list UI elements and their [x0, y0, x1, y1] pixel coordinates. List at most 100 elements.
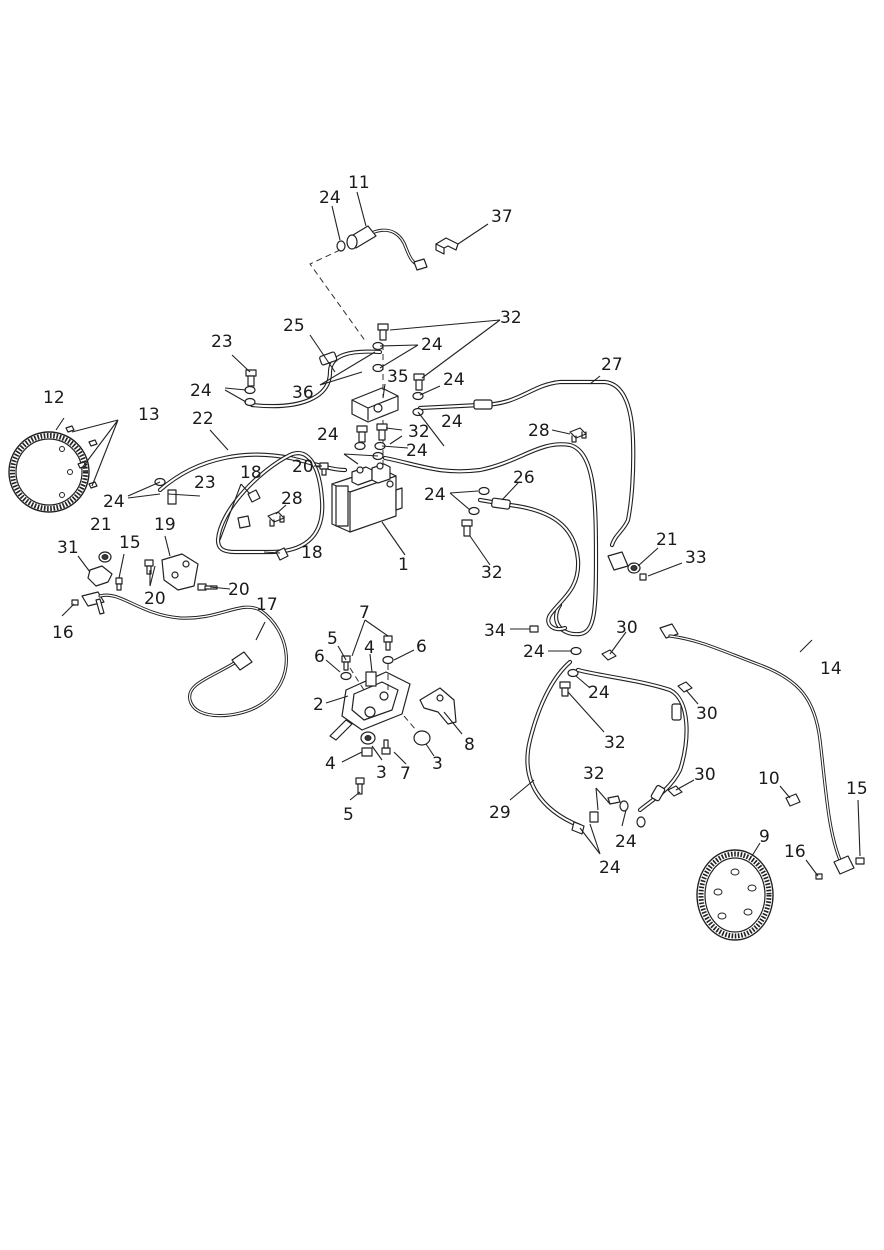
- part-18-clamps: [237, 489, 289, 561]
- callout-6: 6: [416, 637, 427, 657]
- callout-32: 32: [604, 733, 626, 753]
- callout-33: 33: [685, 548, 707, 568]
- brake-hose-29: [525, 659, 689, 835]
- washers-24: [154, 341, 646, 828]
- callout-1: 1: [398, 555, 409, 575]
- part-19-bracket: [161, 553, 199, 591]
- callout-23: 23: [211, 332, 233, 352]
- callout-24: 24: [615, 832, 637, 852]
- callout-9: 9: [759, 827, 770, 847]
- callout-5: 5: [343, 805, 354, 825]
- callout-16: 16: [784, 842, 806, 862]
- part-37-clip: [435, 237, 459, 255]
- callout-24: 24: [406, 441, 428, 461]
- brake-hose-26b: [477, 497, 581, 632]
- callout-24: 24: [317, 425, 339, 445]
- callout-23: 23: [194, 473, 216, 493]
- callout-19: 19: [154, 515, 176, 535]
- part-1-abs-modulator: [331, 462, 403, 533]
- callout-25: 25: [283, 316, 305, 336]
- callout-24: 24: [103, 492, 125, 512]
- part-2-mounting-bracket: [329, 671, 411, 741]
- callout-31: 31: [57, 538, 79, 558]
- dash-bracket: [349, 664, 417, 731]
- callout-32: 32: [583, 764, 605, 784]
- washer-24-at-11: [336, 240, 346, 252]
- callout-32: 32: [500, 308, 522, 328]
- callout-4: 4: [364, 638, 375, 658]
- callout-34: 34: [484, 621, 506, 641]
- brake-hose-26: [382, 442, 599, 637]
- callout-37: 37: [491, 207, 513, 227]
- part-9-rear-tone-ring: [696, 849, 774, 941]
- callout-30: 30: [694, 765, 716, 785]
- callout-7: 7: [400, 764, 411, 784]
- part-16-screw-front: [71, 599, 79, 606]
- part-12-front-tone-ring: [8, 431, 90, 513]
- callout-14: 14: [820, 659, 842, 679]
- callout-24: 24: [441, 412, 463, 432]
- callout-6: 6: [314, 647, 325, 667]
- callout-2: 2: [313, 695, 324, 715]
- callout-16: 16: [52, 623, 74, 643]
- bolt-32-lower: [559, 681, 621, 823]
- callout-20: 20: [228, 580, 250, 600]
- callout-21: 21: [90, 515, 112, 535]
- bolt-32-b: [376, 423, 388, 441]
- callout-30: 30: [696, 704, 718, 724]
- dash-11-alignment: [309, 249, 367, 343]
- part-11-pressure-switch: [346, 225, 428, 271]
- callout-26: 26: [513, 468, 535, 488]
- callout-24: 24: [424, 485, 446, 505]
- callout-17: 17: [256, 595, 278, 615]
- callout-15: 15: [119, 533, 141, 553]
- callout-27: 27: [601, 355, 623, 375]
- callout-24: 24: [443, 370, 465, 390]
- part-35-bracket: [351, 387, 399, 423]
- callout-30: 30: [616, 618, 638, 638]
- callout-11: 11: [348, 173, 370, 193]
- part-33-bolt: [639, 573, 647, 581]
- bolt-32-c: [461, 519, 473, 537]
- callout-20: 20: [144, 589, 166, 609]
- callout-35: 35: [387, 367, 409, 387]
- callout-24: 24: [190, 381, 212, 401]
- callout-13: 13: [138, 405, 160, 425]
- callout-24: 24: [588, 683, 610, 703]
- part-34-nut: [529, 625, 539, 633]
- part-3-mounts: [360, 730, 431, 746]
- callout-18: 18: [301, 543, 323, 563]
- bolt-23-a: [245, 369, 257, 387]
- part-21-grommet-rear: [627, 562, 641, 574]
- leader-lines: [55, 191, 861, 877]
- callout-32: 32: [408, 422, 430, 442]
- callout-8: 8: [464, 735, 475, 755]
- part-6-washers: [340, 655, 394, 681]
- part-23-banjo: [167, 489, 177, 505]
- part-28-clips: [267, 427, 587, 527]
- part-31-bracket: [87, 565, 113, 587]
- part-8-plate: [419, 687, 457, 725]
- bolt-32-mid: [413, 373, 425, 391]
- callout-7: 7: [359, 603, 370, 623]
- brake-hose-36: [249, 349, 383, 409]
- part-15-bolt-rear: [855, 857, 865, 865]
- bolt-32-top: [377, 323, 389, 341]
- brake-hose-27: [417, 379, 636, 548]
- callout-29: 29: [489, 803, 511, 823]
- callout-24: 24: [523, 642, 545, 662]
- callout-28: 28: [281, 489, 303, 509]
- part-20-bolts: [144, 462, 329, 591]
- brake-hose-loop-18: [215, 451, 325, 555]
- rear-sensor-block: [607, 551, 629, 571]
- callout-32: 32: [481, 563, 503, 583]
- callout-24: 24: [319, 188, 341, 208]
- callout-22: 22: [192, 409, 214, 429]
- callout-21: 21: [656, 530, 678, 550]
- callout-4: 4: [325, 754, 336, 774]
- callout-3: 3: [376, 763, 387, 783]
- part-7-bolts: [381, 635, 393, 755]
- callout-24: 24: [421, 335, 443, 355]
- callout-12: 12: [43, 388, 65, 408]
